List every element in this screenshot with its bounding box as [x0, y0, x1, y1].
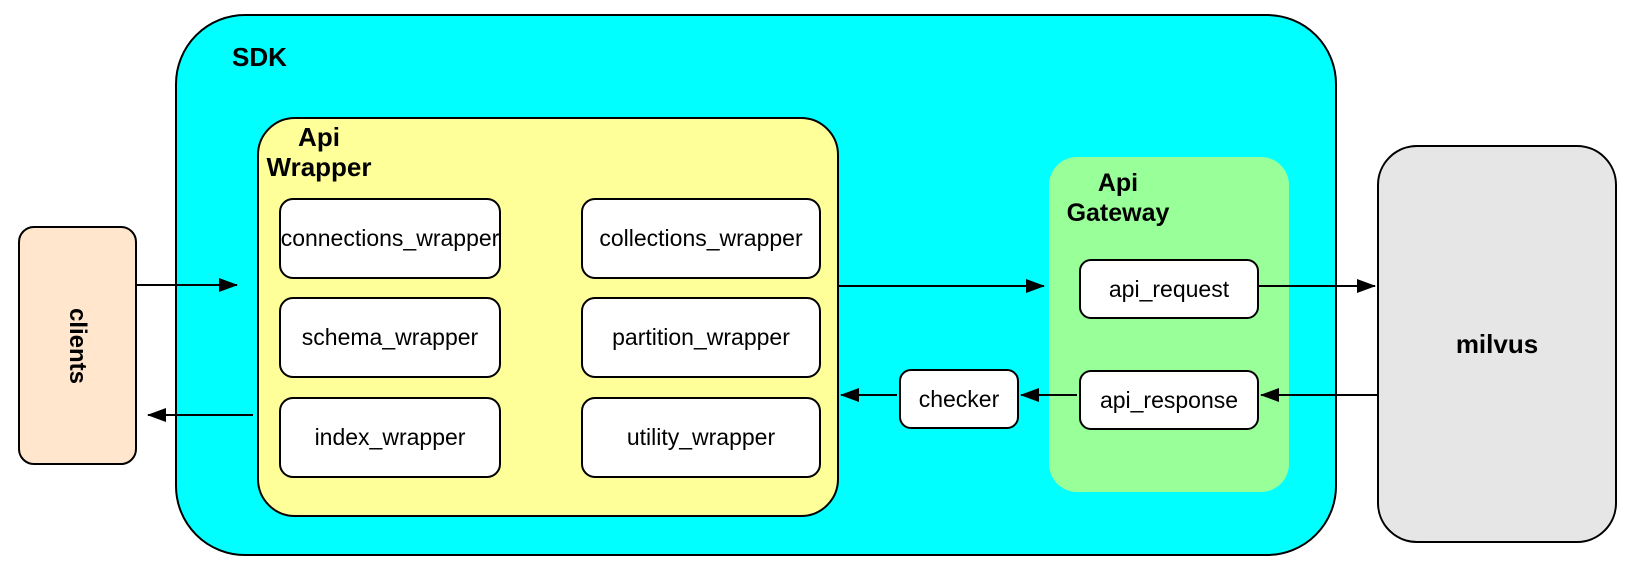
clients-node: clients: [18, 226, 137, 465]
index-wrapper-label: index_wrapper: [314, 424, 466, 450]
clients-label: clients: [64, 307, 92, 384]
checker-box: checker: [899, 369, 1019, 429]
api-gateway-label: Api Gateway: [1066, 169, 1170, 227]
checker-label: checker: [918, 385, 1000, 412]
index-wrapper-box: index_wrapper: [279, 397, 501, 478]
milvus-node: milvus: [1377, 145, 1617, 543]
sdk-label: SDK: [232, 42, 287, 72]
api-gateway-container: Api Gateway api_request api_response: [1049, 157, 1289, 492]
api-wrapper-label: Api Wrapper: [266, 122, 372, 182]
connections-wrapper-label: connections_wrapper: [280, 225, 500, 251]
api-wrapper-container: Api Wrapper connections_wrapper collecti…: [257, 117, 839, 517]
schema-wrapper-box: schema_wrapper: [279, 297, 501, 378]
utility-wrapper-box: utility_wrapper: [581, 397, 821, 478]
collections-wrapper-box: collections_wrapper: [581, 198, 821, 279]
api-response-box: api_response: [1079, 370, 1259, 430]
api-request-label: api_request: [1108, 275, 1230, 302]
collections-wrapper-label: collections_wrapper: [599, 225, 803, 251]
sdk-container: SDK Api Wrapper connections_wrapper coll…: [175, 14, 1337, 556]
api-response-label: api_response: [1099, 386, 1239, 413]
partition-wrapper-label: partition_wrapper: [612, 324, 790, 350]
schema-wrapper-label: schema_wrapper: [301, 324, 479, 350]
utility-wrapper-label: utility_wrapper: [626, 424, 776, 450]
milvus-label: milvus: [1455, 328, 1539, 359]
connections-wrapper-box: connections_wrapper: [279, 198, 501, 279]
partition-wrapper-box: partition_wrapper: [581, 297, 821, 378]
api-request-box: api_request: [1079, 259, 1259, 319]
